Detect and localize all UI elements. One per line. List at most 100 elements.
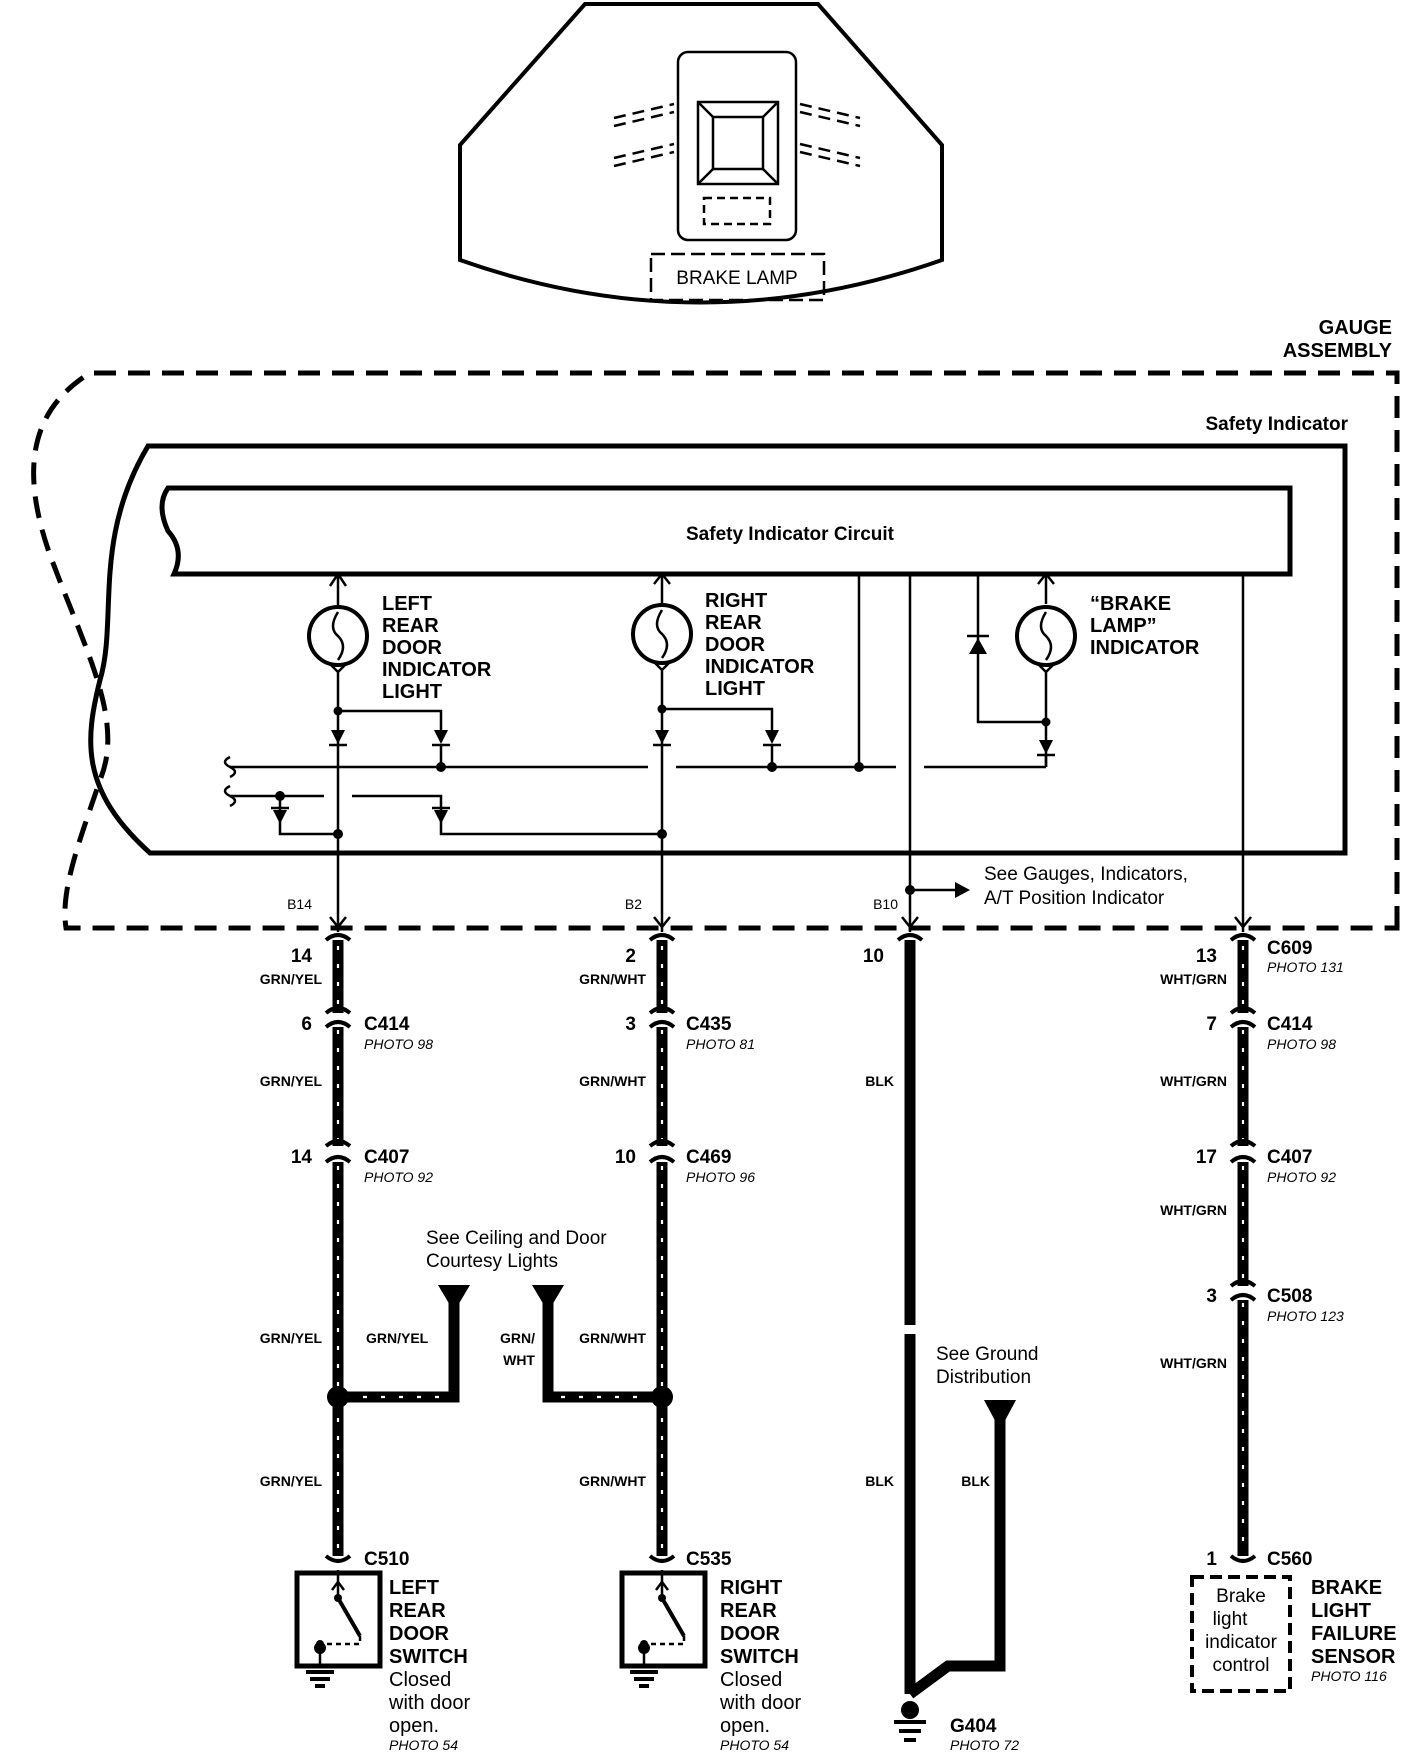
- ground-pin: 10: [863, 946, 884, 967]
- left-switch-name-3: DOOR: [389, 1623, 450, 1645]
- left-wire-color-4: GRN/YEL: [260, 1473, 323, 1489]
- sensor-inner-2: light: [1213, 1609, 1249, 1630]
- ground-wire-color-3: BLK: [961, 1473, 990, 1489]
- sensor-photo: PHOTO 116: [1311, 1668, 1387, 1684]
- mid-wire-color-3: GRN/WHT: [579, 1330, 646, 1346]
- left-pin-c414: 6: [301, 1014, 312, 1035]
- left-connector-c407: C407: [364, 1147, 409, 1168]
- gauge-note-line-1: See Gauges, Indicators,: [984, 864, 1188, 885]
- sensor-inner-4: control: [1212, 1655, 1269, 1676]
- gauge-note-line-2: A/T Position Indicator: [984, 888, 1165, 909]
- ground-g404-photo: PHOTO 72: [950, 1737, 1019, 1753]
- right-switch-name-1: RIGHT: [720, 1577, 782, 1599]
- left-connector-c510: C510: [364, 1549, 409, 1570]
- gauge-assembly-label-1: GAUGE: [1319, 317, 1392, 339]
- left-indicator-label-3: DOOR: [382, 637, 443, 659]
- ground-note-line-1: See Ground: [936, 1344, 1038, 1365]
- left-connector-c414-photo: PHOTO 98: [364, 1036, 433, 1052]
- left-wire-color-3: GRN/YEL: [260, 1330, 323, 1346]
- ground-note-line-2: Distribution: [936, 1367, 1031, 1388]
- left-indicator-label-2: REAR: [382, 615, 439, 637]
- brake-connector-c407-photo: PHOTO 92: [1267, 1169, 1336, 1185]
- sensor-inner-3: indicator: [1205, 1632, 1277, 1653]
- mid-connector-c435: C435: [686, 1014, 732, 1035]
- sensor-inner-1: Brake: [1216, 1586, 1266, 1607]
- brake-indicator-label-2: LAMP”: [1090, 615, 1157, 637]
- mid-wire-color-4: GRN/WHT: [579, 1473, 646, 1489]
- left-indicator-label-1: LEFT: [382, 593, 432, 615]
- internal-wiring: [223, 571, 1252, 932]
- brake-wire-color-2: WHT/GRN: [1160, 1073, 1227, 1089]
- left-switch-photo: PHOTO 54: [389, 1737, 458, 1753]
- mid-connector-c435-photo: PHOTO 81: [686, 1036, 755, 1052]
- cluster-icon: BRAKE LAMP: [458, 2, 944, 305]
- safety-indicator-box: [88, 443, 1348, 856]
- terminal-b2: B2: [625, 896, 642, 912]
- brake-indicator-label-1: “BRAKE: [1090, 593, 1171, 615]
- brake-connector-c560: C560: [1267, 1549, 1312, 1570]
- right-indicator-label-3: DOOR: [705, 634, 766, 656]
- safety-indicator-circuit-box: [159, 485, 1293, 577]
- brake-sensor-box: [1190, 1575, 1292, 1693]
- terminal-b10: B10: [873, 896, 898, 912]
- courtesy-note-line-1: See Ceiling and Door: [426, 1228, 607, 1249]
- right-switch-photo: PHOTO 54: [720, 1737, 789, 1753]
- mid-pin-c469: 10: [615, 1147, 636, 1168]
- brake-wire-color-1: WHT/GRN: [1160, 971, 1227, 987]
- left-switch-name-4: SWITCH: [389, 1646, 468, 1668]
- left-pin-c407: 14: [291, 1147, 313, 1168]
- left-wire-color-2: GRN/YEL: [260, 1073, 323, 1089]
- right-indicator-label-1: RIGHT: [705, 590, 767, 612]
- brake-connector-c508: C508: [1267, 1286, 1312, 1307]
- left-switch-name-2: REAR: [389, 1600, 446, 1622]
- left-door-switch-symbol: [294, 1570, 383, 1688]
- right-indicator-label-4: INDICATOR: [705, 656, 815, 678]
- mid-wire-color-2: GRN/WHT: [579, 1073, 646, 1089]
- right-indicator-label-2: REAR: [705, 612, 762, 634]
- sensor-name-3: FAILURE: [1311, 1623, 1397, 1645]
- brake-pin-c609: 13: [1196, 946, 1217, 967]
- sensor-name-2: LIGHT: [1311, 1600, 1371, 1622]
- mid-pin-c609: 2: [625, 946, 636, 967]
- left-switch-name-1: LEFT: [389, 1577, 439, 1599]
- right-switch-desc-1: Closed: [720, 1669, 782, 1691]
- mid-connector-c469-photo: PHOTO 96: [686, 1169, 755, 1185]
- brake-lamp-label: BRAKE LAMP: [676, 268, 797, 289]
- right-switch-desc-3: open.: [720, 1715, 770, 1737]
- brake-indicator-label-3: INDICATOR: [1090, 637, 1200, 659]
- mid-pin-c435: 3: [625, 1014, 636, 1035]
- mid-wire-color-1: GRN/WHT: [579, 971, 646, 987]
- brake-connector-c609-photo: PHOTO 131: [1267, 959, 1344, 975]
- right-switch-name-3: DOOR: [720, 1623, 781, 1645]
- ground-g404-icon: [894, 1701, 926, 1742]
- right-switch-desc-2: with door: [719, 1692, 801, 1714]
- brake-wire-color-3: WHT/GRN: [1160, 1202, 1227, 1218]
- brake-connector-c508-photo: PHOTO 123: [1267, 1308, 1344, 1324]
- courtesy-note-line-2: Courtesy Lights: [426, 1251, 558, 1272]
- left-indicator-label-4: INDICATOR: [382, 659, 492, 681]
- ground-g404-label: G404: [950, 1716, 997, 1737]
- safety-indicator-circuit-label: Safety Indicator Circuit: [686, 524, 895, 545]
- ground-wire-color-2: BLK: [865, 1473, 894, 1489]
- right-indicator-label-5: LIGHT: [705, 678, 765, 700]
- brake-connector-c407: C407: [1267, 1147, 1312, 1168]
- brake-connector-c414-photo: PHOTO 98: [1267, 1036, 1336, 1052]
- external-wires: [324, 933, 1257, 1699]
- brake-connector-c414: C414: [1267, 1014, 1313, 1035]
- brake-pin-c560: 1: [1206, 1549, 1217, 1570]
- safety-indicator-title: Safety Indicator: [1205, 414, 1348, 435]
- left-pin-c609: 14: [291, 946, 313, 967]
- brake-pin-c414: 7: [1206, 1014, 1217, 1035]
- ground-wire-color-1: BLK: [865, 1073, 894, 1089]
- brake-connector-c609: C609: [1267, 938, 1312, 959]
- gauge-assembly-boundary: [31, 370, 1400, 931]
- left-switch-desc-1: Closed: [389, 1669, 451, 1691]
- left-connector-c414: C414: [364, 1014, 410, 1035]
- sensor-name-4: SENSOR: [1311, 1646, 1396, 1668]
- mid-connector-c535: C535: [686, 1549, 732, 1570]
- left-connector-c407-photo: PHOTO 92: [364, 1169, 433, 1185]
- brake-wire-color-4: WHT/GRN: [1160, 1355, 1227, 1371]
- right-switch-name-4: SWITCH: [720, 1646, 799, 1668]
- right-door-switch-symbol: [619, 1570, 708, 1688]
